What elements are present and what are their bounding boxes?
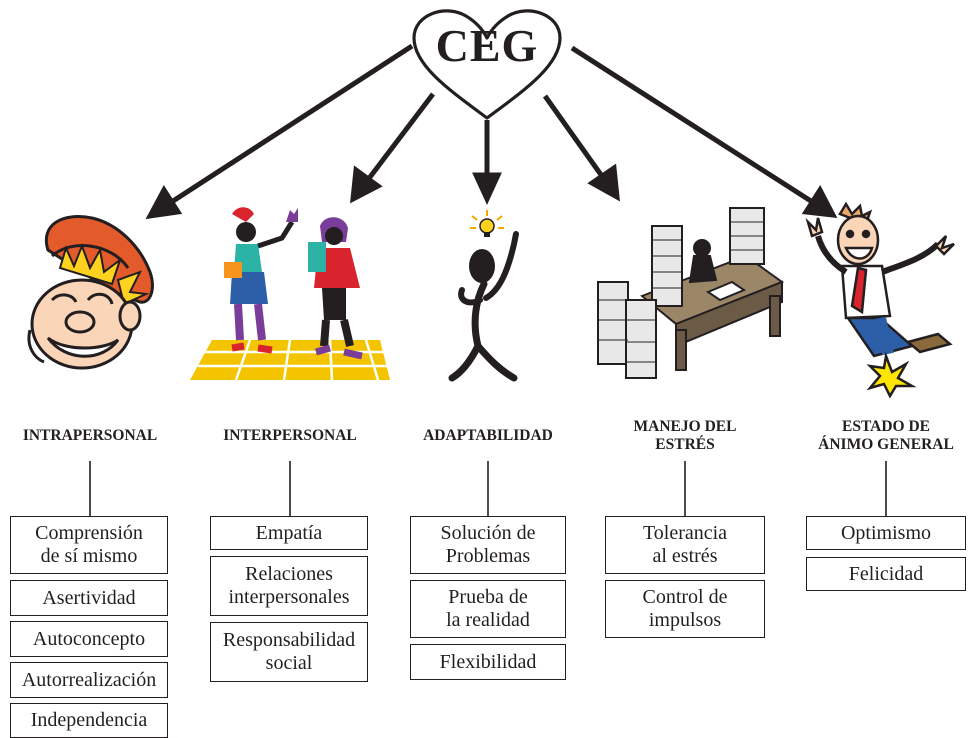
item-box-tolerancia: Tolerancia al estrés — [605, 516, 765, 574]
category-title-estado-de-animo: ESTADO DE ÁNIMO GENERAL — [818, 418, 954, 453]
item-box-felicidad: Felicidad — [806, 557, 966, 591]
paper-stacks-desk-illustration — [597, 207, 785, 379]
category-title-interpersonal: INTERPERSONAL — [223, 427, 357, 444]
smiling-boy-cap-illustration — [27, 215, 154, 370]
jumping-happy-man-illustration — [805, 201, 955, 399]
center-label: CEG — [435, 20, 539, 71]
heart-shape — [412, 9, 562, 120]
lightbulb-idea-figure-illustration — [448, 210, 519, 382]
item-box-solucion: Solución de Problemas — [410, 516, 566, 574]
item-box-optimismo: Optimismo — [806, 516, 966, 550]
item-box-empatia: Empatía — [210, 516, 368, 550]
arrows — [145, 43, 838, 220]
category-title-manejo-del-estres: MANEJO DEL ESTRÉS — [633, 418, 737, 453]
item-box-relaciones: Relaciones interpersonales — [210, 556, 368, 616]
item-box-comprension: Comprensión de sí mismo — [10, 516, 168, 574]
item-box-independencia: Independencia — [10, 703, 168, 738]
item-box-responsabilidad: Responsabilidad social — [210, 622, 368, 682]
item-box-flexibilidad: Flexibilidad — [410, 644, 566, 680]
two-people-greeting-illustration — [190, 207, 390, 381]
category-title-adaptabilidad: ADAPTABILIDAD — [423, 427, 553, 444]
item-box-prueba: Prueba de la realidad — [410, 580, 566, 638]
connector-lines — [89, 461, 887, 516]
item-box-autorrealizacion: Autorrealización — [10, 662, 168, 698]
item-box-asertividad: Asertividad — [10, 580, 168, 616]
item-box-autoconcepto: Autoconcepto — [10, 621, 168, 657]
item-box-control: Control de impulsos — [605, 580, 765, 638]
category-title-intrapersonal: INTRAPERSONAL — [22, 427, 158, 444]
